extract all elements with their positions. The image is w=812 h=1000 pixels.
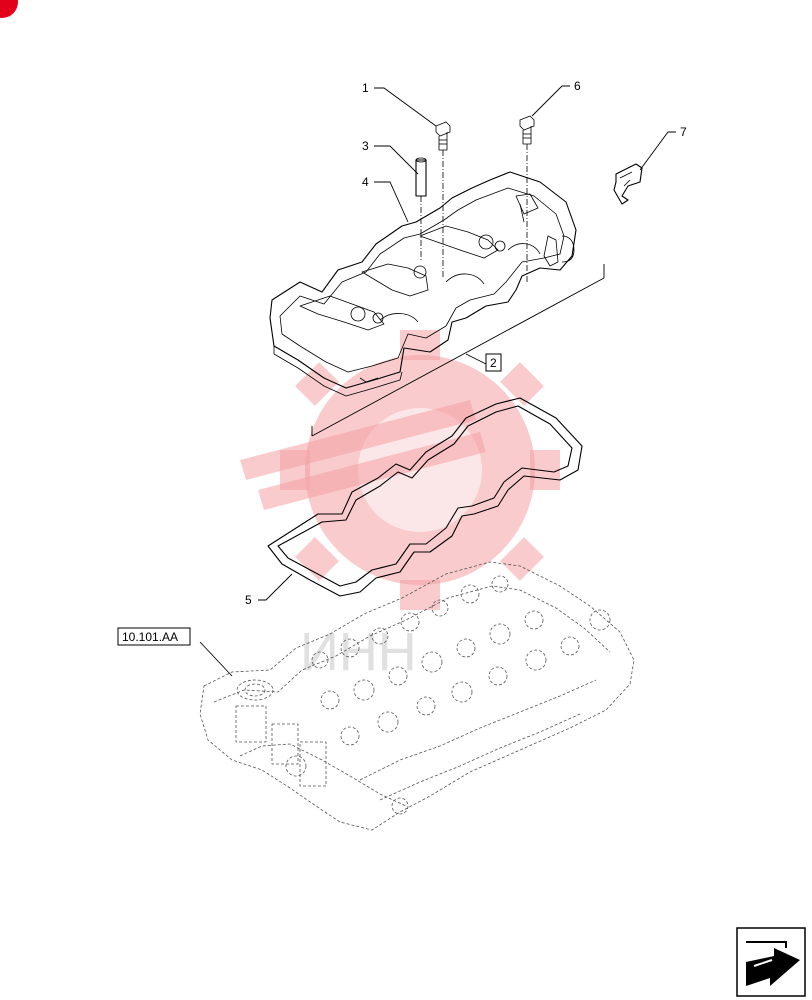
callout-6: 6 [574, 79, 581, 93]
corner-marker [0, 0, 18, 18]
reference-link[interactable]: 10.101.AA [117, 627, 191, 646]
callout-3: 3 [362, 139, 369, 153]
callout-2: 2 [490, 356, 497, 370]
gasket-frame-line [311, 264, 605, 437]
valve-cover [269, 171, 577, 397]
watermark-logo: ИНН [240, 330, 560, 682]
callout-4: 4 [362, 175, 369, 189]
bolt-1 [435, 121, 451, 278]
callout-1: 1 [362, 81, 369, 95]
callout-2-box: 2 [485, 353, 502, 372]
arrow-next-page-icon[interactable] [736, 927, 806, 997]
bolt-6 [519, 115, 535, 282]
sleeve-3 [415, 157, 427, 262]
rocker-pads [299, 193, 539, 331]
clip-7 [613, 163, 643, 205]
callout-7: 7 [680, 125, 687, 139]
reference-label[interactable]: 10.101.AA [122, 630, 178, 644]
gasket-5 [267, 397, 583, 597]
callout-5: 5 [245, 593, 252, 607]
cylinder-head-reference [199, 561, 635, 831]
leader-lines [199, 85, 676, 677]
